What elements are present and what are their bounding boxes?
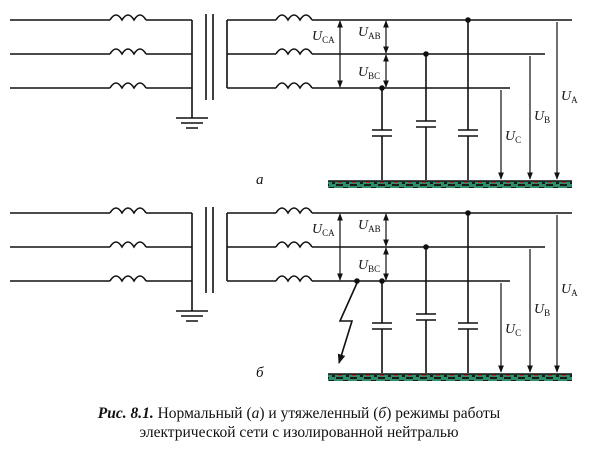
label-u-b-b: UB [534, 302, 550, 318]
label-u-ab-b: UAB [358, 218, 381, 234]
label-u-bc: UBC [358, 65, 380, 81]
label-u-a: UA [561, 89, 578, 105]
caption-text-1: Нормальный ( [153, 405, 252, 422]
label-u-b: UB [534, 109, 550, 125]
label-u-ca-b: UCA [312, 222, 335, 238]
panel-label-a: а [256, 172, 264, 188]
label-u-ab: UAB [358, 25, 381, 41]
label-u-c: UC [505, 129, 521, 145]
fault-lightning-icon [337, 282, 358, 364]
caption-line-2: электрической сети с изолированной нейтр… [139, 424, 459, 441]
panel-label-b: б [256, 365, 264, 381]
caption-text-2: ) и утяжеленный ( [259, 405, 379, 422]
label-u-bc-b: UBC [358, 258, 380, 274]
label-u-ca: UCA [312, 29, 335, 45]
figure-caption: Рис. 8.1. Нормальный (а) и утяжеленный (… [0, 404, 598, 442]
label-u-a-b: UA [561, 282, 578, 298]
caption-line-1: Рис. 8.1. Нормальный (а) и утяжеленный (… [0, 404, 598, 423]
panel-a: UCA UAB UBC UC UB UA а [10, 14, 578, 188]
figure-number: Рис. 8.1. [97, 405, 154, 422]
circuit-diagram: UCA UAB UBC UC UB UA а [10, 14, 578, 381]
caption-text-3: ) режимы работы [386, 405, 501, 422]
caption-ref-b: б [378, 405, 387, 422]
caption-ref-a: а [251, 405, 260, 422]
label-u-c-b: UC [505, 322, 521, 338]
panel-b: UCA UAB UBC UC UB UA б [10, 207, 578, 381]
